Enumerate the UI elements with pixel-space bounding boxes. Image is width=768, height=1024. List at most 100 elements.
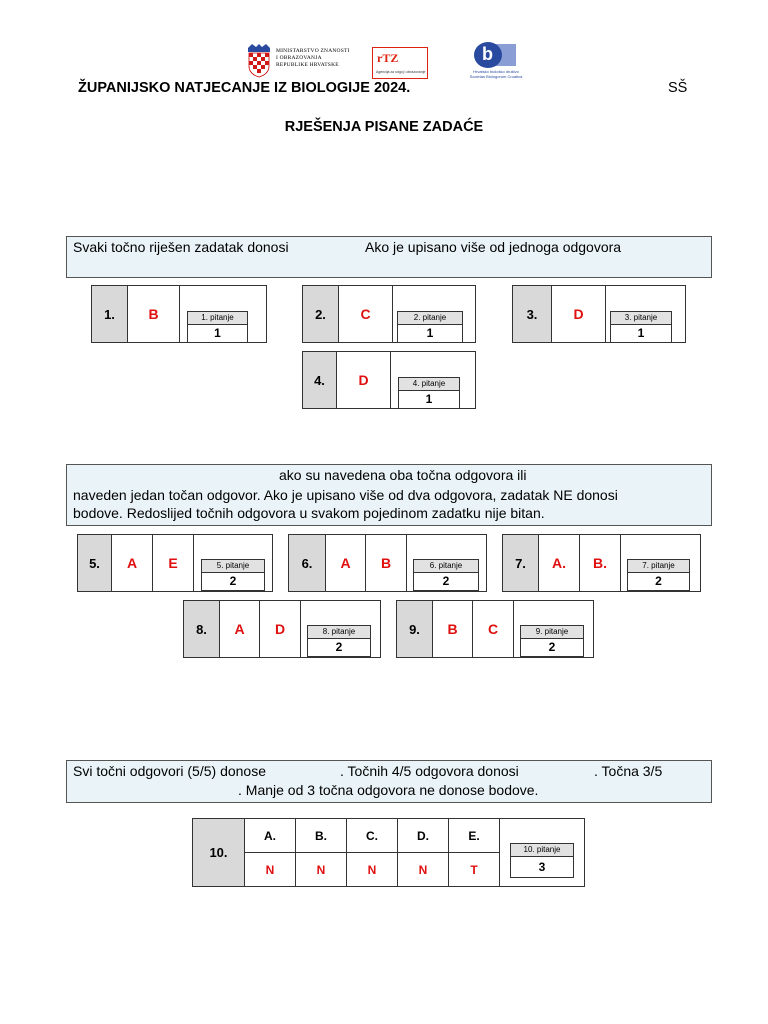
answer-value: C [473, 601, 514, 657]
score-points: 2 [335, 640, 343, 654]
section1-note-left: Svaki točno riješen zadatak donosi [73, 239, 289, 255]
answer-value: B. [580, 535, 621, 591]
score-box: 6. pitanje 2 [413, 559, 479, 591]
answer-value: D [337, 352, 391, 408]
score-cell: 4. pitanje 1 [391, 352, 475, 409]
column-header: E. [449, 819, 499, 853]
score-label: 8. pitanje [308, 626, 370, 639]
score-cell: 3. pitanje 1 [606, 286, 685, 343]
page-title: ŽUPANIJSKO NATJECANJE IZ BIOLOGIJE 2024. [78, 80, 411, 96]
answer-row-3: 3. D 3. pitanje 1 [512, 285, 686, 343]
section1-note-right: Ako je upisano više od jednoga odgovora [365, 239, 622, 255]
answer-value: N [316, 862, 326, 877]
answer-row-5: 5. A E 5. pitanje 2 [77, 534, 273, 592]
score-box: 8. pitanje 2 [307, 625, 371, 657]
column-header: A. [245, 819, 295, 853]
ministry-name: MINISTARSTVO ZNANOSTI I OBRAZOVANJA REPU… [276, 48, 350, 69]
ministry-line-3: REPUBLIKE HRVATSKE [276, 62, 339, 68]
score-cell: 2. pitanje 1 [393, 286, 475, 343]
answer-value: B [366, 535, 407, 591]
croatian-crest-icon [248, 44, 270, 78]
score-points: 3 [538, 860, 546, 874]
hbd-logo: b Hrvatsko biološko društvo Societas Bio… [462, 42, 530, 80]
task-number: 3. [513, 286, 552, 342]
section1-note: Svaki točno riješen zadatak donosi Ako j… [66, 236, 712, 278]
section3-note-line1a: Svi točni odgovori (5/5) donose [73, 763, 266, 779]
school-level: SŠ [668, 80, 688, 96]
answer-row-8: 8. A D 8. pitanje 2 [183, 600, 381, 658]
score-box: 9. pitanje 2 [520, 625, 584, 657]
score-points: 2 [442, 574, 450, 588]
section2-note: ako su navedena oba točna odgovora ili n… [66, 464, 712, 526]
answer-column-d: D. N [398, 819, 449, 886]
score-points: 2 [229, 574, 237, 588]
column-header: B. [296, 819, 346, 853]
score-points: 2 [655, 574, 662, 588]
score-points: 2 [548, 640, 556, 654]
hbd-mark: b [482, 44, 493, 64]
answer-column-e: E. T [449, 819, 500, 886]
answer-row-6: 6. A B 6. pitanje 2 [288, 534, 487, 592]
score-cell: 6. pitanje 2 [407, 535, 486, 591]
score-cell: 5. pitanje 2 [194, 535, 272, 591]
column-header: C. [347, 819, 397, 853]
answer-value: A [326, 535, 366, 591]
task-number: 7. [503, 535, 539, 591]
score-points: 1 [214, 326, 221, 340]
answer-value: T [470, 862, 478, 877]
section3-note-line2: . Manje od 3 točna odgovora ne donose bo… [238, 782, 539, 798]
column-header: D. [398, 819, 448, 853]
section3-note: Svi točni odgovori (5/5) donose . Točnih… [66, 760, 712, 803]
task-number: 2. [303, 286, 339, 342]
score-cell: 8. pitanje 2 [301, 601, 380, 657]
score-label: 6. pitanje [414, 560, 478, 573]
answer-value: N [367, 862, 377, 877]
task-number: 1. [92, 286, 128, 342]
score-label: 10. pitanje [511, 844, 573, 857]
answer-value: N [418, 862, 428, 877]
section2-note-line1: ako su navedena oba točna odgovora ili [279, 467, 527, 483]
score-label: 5. pitanje [202, 560, 264, 573]
azoo-logo: rTZ Agencija za odgoj i obrazovanje [372, 47, 428, 79]
ministry-logo: MINISTARSTVO ZNANOSTI I OBRAZOVANJA REPU… [246, 44, 356, 80]
score-label: 9. pitanje [521, 626, 583, 639]
score-label: 1. pitanje [188, 312, 247, 325]
task-number: 4. [303, 352, 337, 408]
hbd-name: Hrvatsko biološko društvo Societas Biolo… [462, 69, 530, 79]
task-number: 8. [184, 601, 220, 657]
score-label: 3. pitanje [611, 312, 671, 325]
task-number: 6. [289, 535, 326, 591]
score-cell: 1. pitanje 1 [180, 286, 266, 343]
answer-value: B [433, 601, 473, 657]
answer-value: B [128, 286, 180, 342]
task-number: 9. [397, 601, 433, 657]
section2-note-line3: bodove. Redoslijed točnih odgovora u sva… [73, 505, 545, 521]
score-label: 7. pitanje [628, 560, 689, 573]
answer-row-4: 4. D 4. pitanje 1 [302, 351, 476, 409]
ministry-line-2: I OBRAZOVANJA [276, 55, 322, 61]
score-points: 1 [425, 392, 433, 406]
task-number: 5. [78, 535, 112, 591]
score-label: 4. pitanje [399, 378, 459, 391]
score-box: 10. pitanje 3 [510, 843, 574, 878]
answer-value: D [260, 601, 301, 657]
answer-row-1: 1. B 1. pitanje 1 [91, 285, 267, 343]
answer-row-7: 7. A. B. 7. pitanje 2 [502, 534, 701, 592]
answer-value: E [153, 535, 194, 591]
score-cell: 7. pitanje 2 [621, 535, 700, 591]
score-points: 1 [637, 326, 645, 340]
answer-value: C [339, 286, 393, 342]
answer-column-a: A. N [245, 819, 296, 886]
section2-note-line2: naveden jedan točan odgovor. Ako je upis… [73, 487, 618, 503]
answer-row-2: 2. C 2. pitanje 1 [302, 285, 476, 343]
score-cell: 9. pitanje 2 [514, 601, 593, 657]
answer-value: D [552, 286, 606, 342]
answer-table-10: 10. A. N B. N C. N D. N E. T 10. pitanje… [192, 818, 585, 887]
azoo-mark: rTZ [377, 51, 399, 65]
hbd-line-1: Hrvatsko biološko društvo [473, 69, 519, 74]
answer-value: A [112, 535, 153, 591]
score-label: 2. pitanje [398, 312, 462, 325]
section3-note-line1c: . Točna 3/5 [594, 763, 663, 779]
ministry-line-1: MINISTARSTVO ZNANOSTI [276, 48, 350, 54]
hbd-line-2: Societas Biologorum Croatica [469, 74, 523, 79]
